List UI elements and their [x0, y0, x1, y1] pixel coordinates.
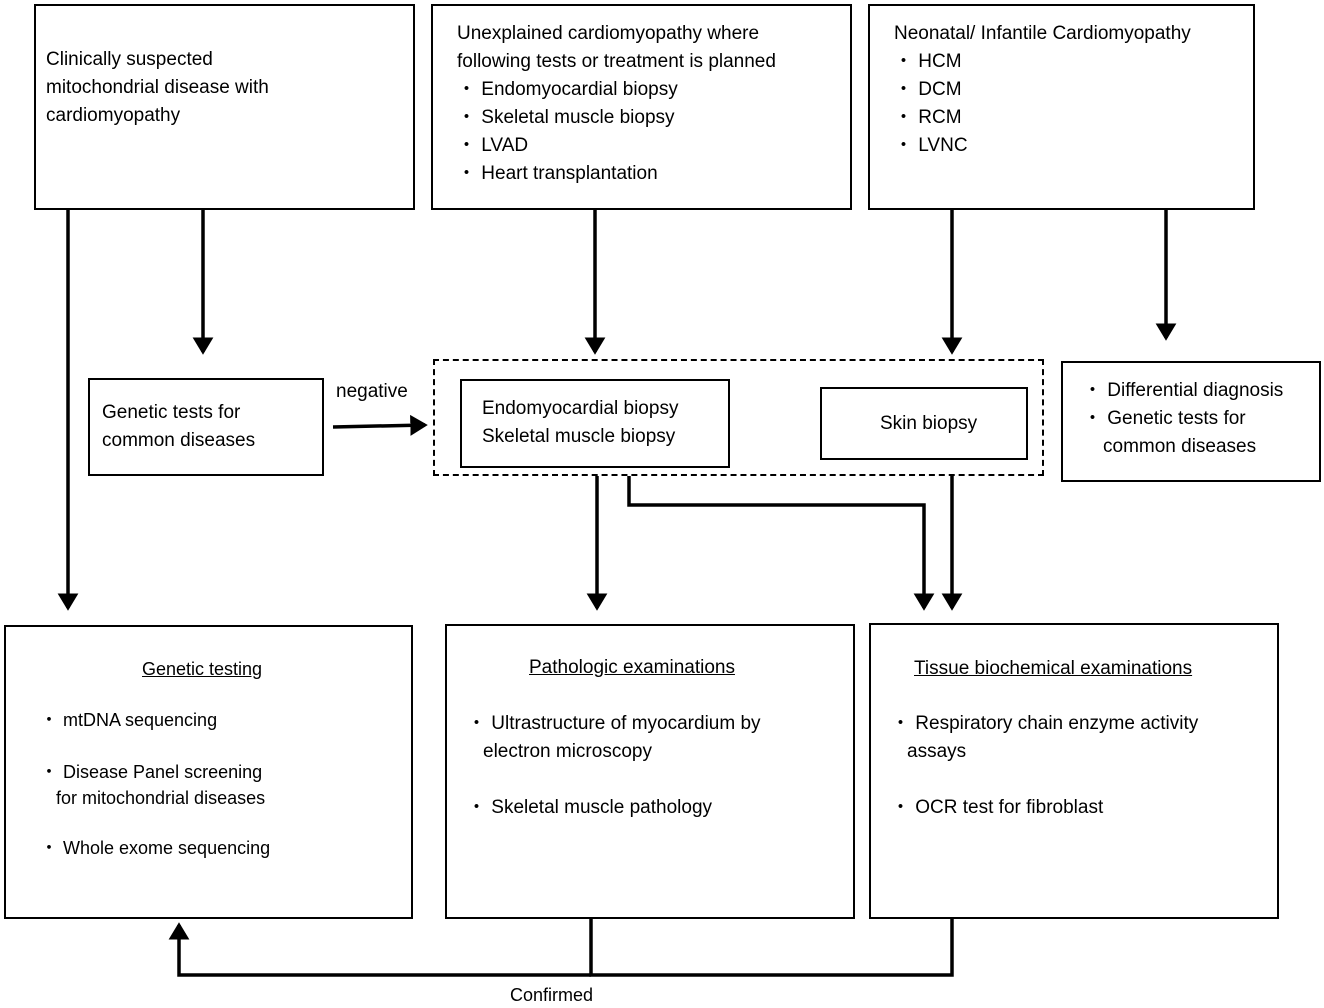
unexplained-item: ・ Endomyocardial biopsy — [457, 79, 678, 100]
skin-biopsy-box: Skin biopsy — [820, 387, 1028, 460]
pathologic-item: ・ Ultrastructure of myocardium by — [467, 713, 761, 734]
tissue-item: ・ OCR test for fibroblast — [891, 797, 1104, 818]
genetic-testing-title: Genetic testing — [142, 659, 263, 679]
genetic-common-box: Genetic tests for common diseases — [88, 378, 324, 476]
suspected-line-2: mitochondrial disease with — [46, 77, 269, 98]
neonatal-box: Neonatal/ Infantile Cardiomyopathy ・ HCM… — [868, 4, 1255, 210]
arrow-biopsy-to-tissue — [627, 476, 935, 611]
genetic-testing-box: Genetic testing ・ mtDNA sequencing ・ Dis… — [4, 625, 413, 919]
tissue-box: Tissue biochemical examinations ・ Respir… — [869, 623, 1279, 919]
differential-item-cont: common diseases — [1103, 436, 1257, 457]
neonatal-item: ・ HCM — [894, 51, 962, 72]
pathologic-title: Pathologic examinations — [529, 657, 735, 678]
neonatal-title: Neonatal/ Infantile Cardiomyopathy — [894, 23, 1191, 44]
biopsy-line-1: Endomyocardial biopsy — [482, 398, 679, 419]
arrow-negative — [332, 414, 428, 436]
neonatal-item: ・ LVNC — [894, 135, 968, 156]
differential-box: ・ Differential diagnosis ・ Genetic tests… — [1061, 361, 1321, 482]
pathologic-box: Pathologic examinations ・ Ultrastructure… — [445, 624, 855, 919]
genetic-common-line-1: Genetic tests for — [102, 402, 241, 423]
biopsy-box: Endomyocardial biopsy Skeletal muscle bi… — [460, 379, 730, 468]
genetic-testing-item-cont: for mitochondrial diseases — [56, 788, 266, 808]
unexplained-item: ・ LVAD — [457, 135, 529, 156]
genetic-testing-item: ・ Disease Panel screening — [40, 762, 263, 782]
tissue-item-cont: assays — [907, 741, 967, 762]
biopsy-group — [433, 359, 1044, 476]
neonatal-item: ・ RCM — [894, 107, 962, 128]
pathologic-item: ・ Skeletal muscle pathology — [467, 797, 713, 818]
biopsy-line-2: Skeletal muscle biopsy — [482, 426, 676, 447]
negative-label: negative — [336, 381, 408, 402]
differential-item: ・ Differential diagnosis — [1083, 380, 1284, 401]
tissue-item: ・ Respiratory chain enzyme activity — [891, 713, 1199, 734]
unexplained-line-2: following tests or treatment is planned — [457, 51, 776, 72]
unexplained-item: ・ Skeletal muscle biopsy — [457, 107, 675, 128]
suspected-box: Clinically suspected mitochondrial disea… — [34, 4, 415, 210]
genetic-testing-item: ・ mtDNA sequencing — [40, 710, 218, 730]
unexplained-item: ・ Heart transplantation — [457, 163, 658, 184]
pathologic-item-cont: electron microscopy — [483, 741, 652, 762]
genetic-testing-item: ・ Whole exome sequencing — [40, 838, 271, 858]
confirmed-label: Confirmed — [510, 985, 594, 1005]
confirmed-feedback-line — [589, 918, 954, 977]
suspected-line-3: cardiomyopathy — [46, 105, 181, 126]
skin-biopsy-label: Skin biopsy — [880, 413, 978, 434]
unexplained-box: Unexplained cardiomyopathy where followi… — [431, 4, 852, 210]
arrow-confirmed-to-genetic-testing — [168, 922, 591, 977]
suspected-line-1: Clinically suspected — [46, 49, 213, 70]
tissue-title: Tissue biochemical examinations — [914, 658, 1193, 679]
genetic-common-line-2: common diseases — [102, 430, 256, 451]
differential-item: ・ Genetic tests for — [1083, 408, 1246, 429]
unexplained-line-1: Unexplained cardiomyopathy where — [457, 23, 760, 44]
neonatal-item: ・ DCM — [894, 79, 962, 100]
